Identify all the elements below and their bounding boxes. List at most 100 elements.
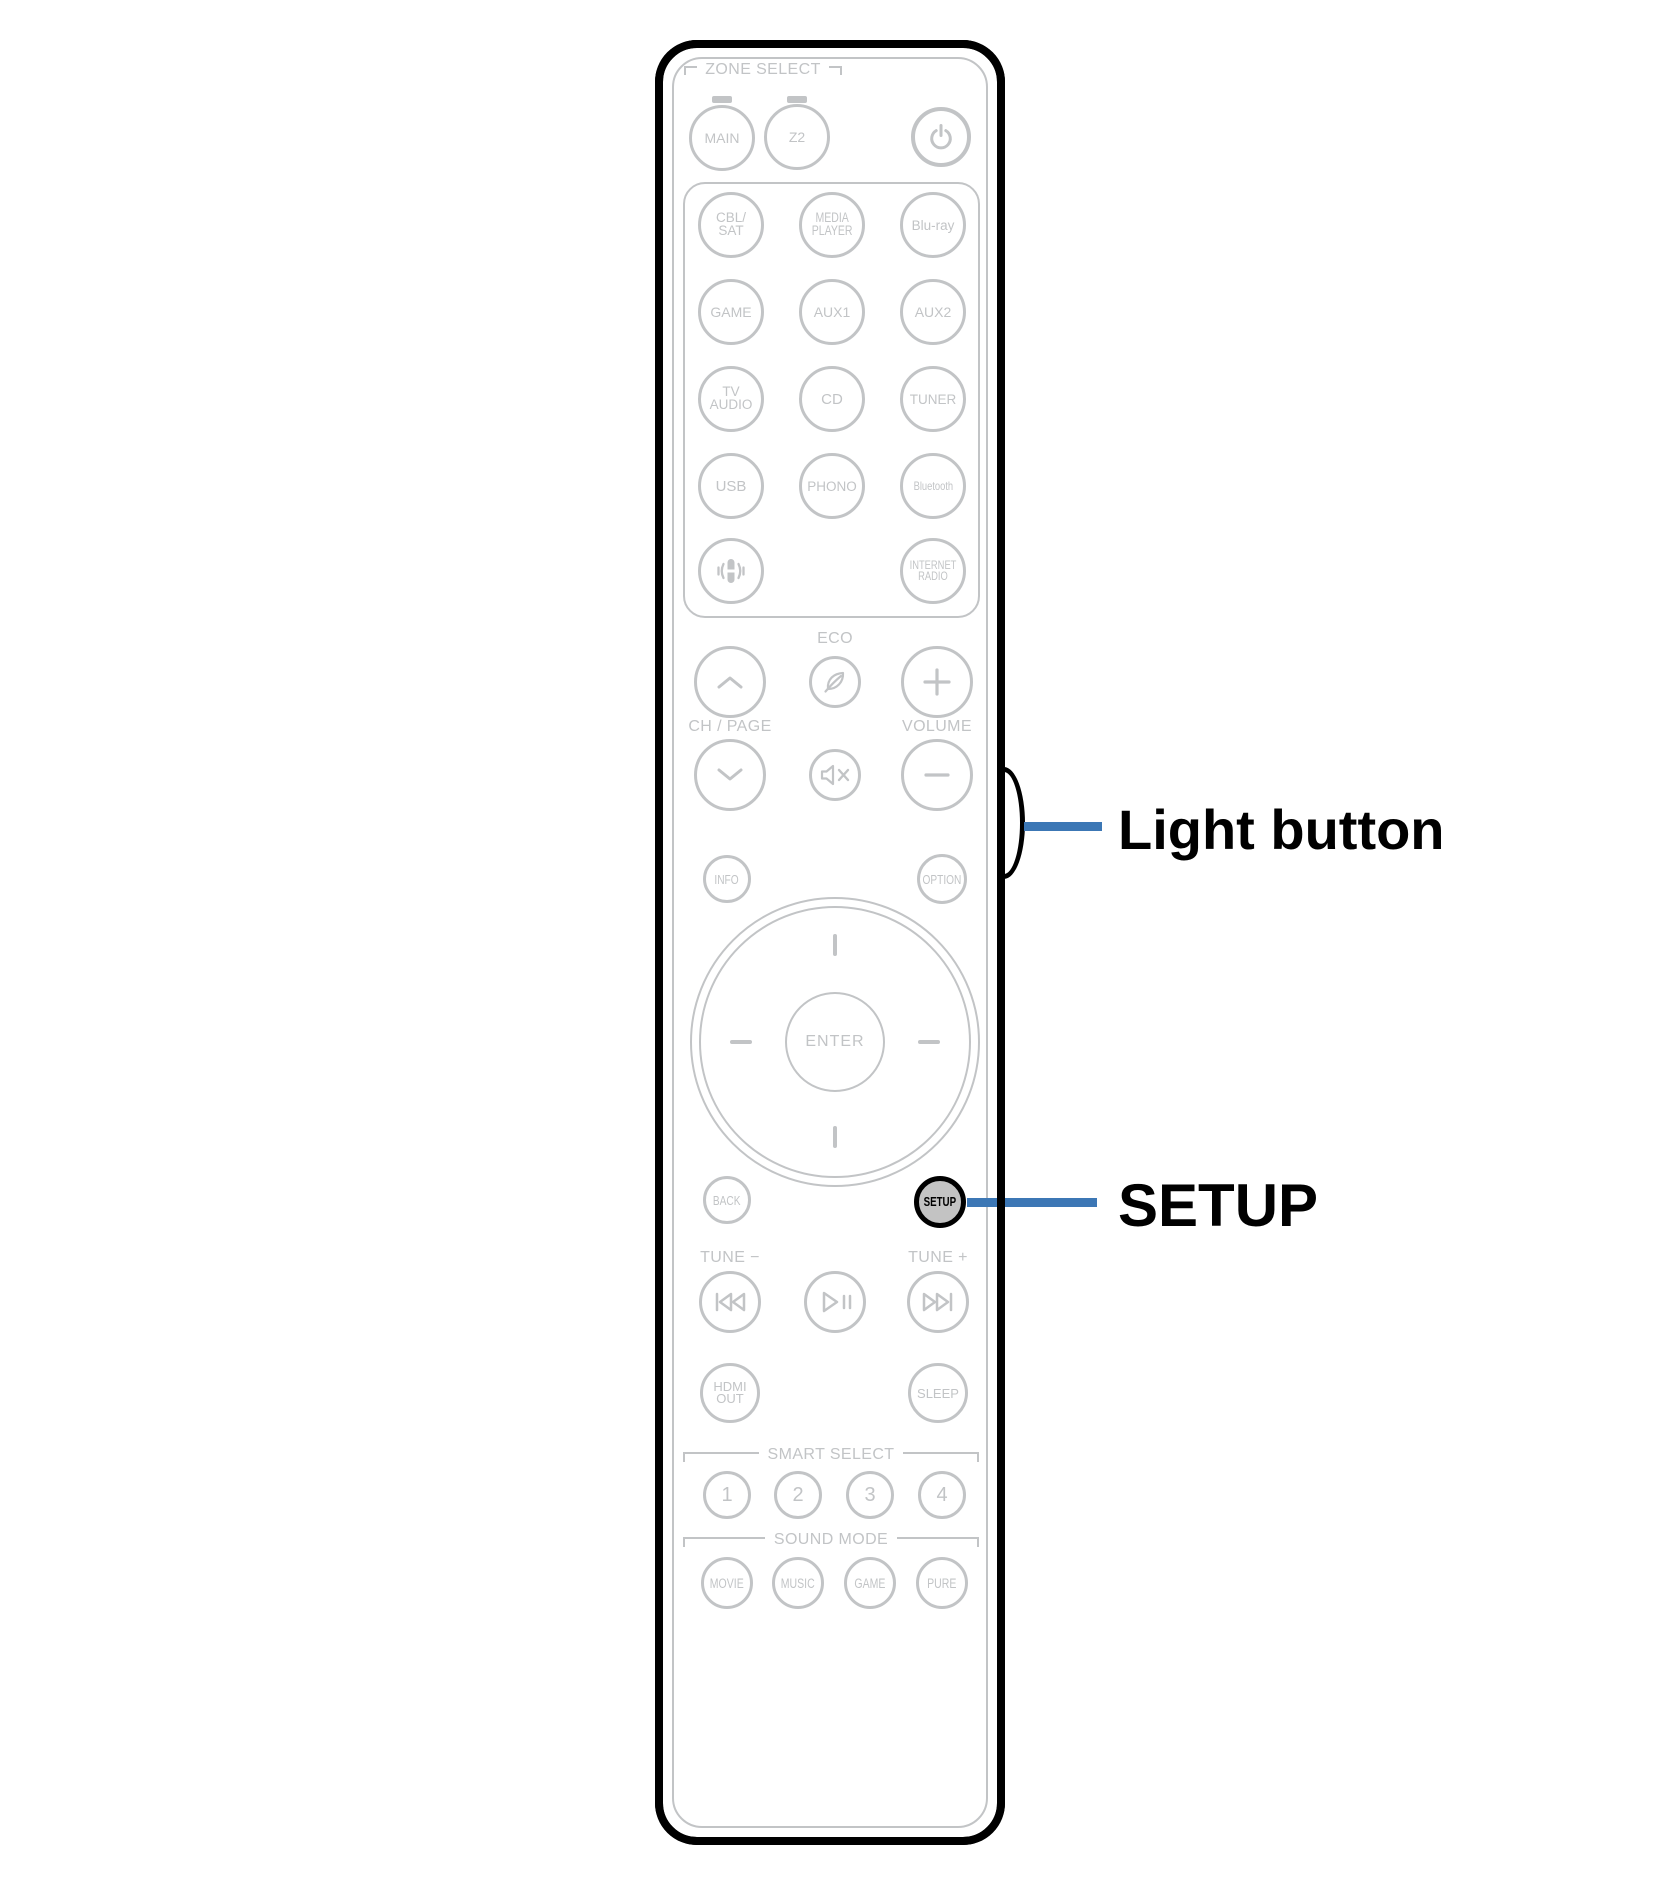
game-label: GAME — [710, 304, 752, 320]
volume-plus-icon — [923, 668, 951, 696]
ch-page-label: CH / PAGE — [688, 718, 772, 735]
smart-select-bracket-right — [903, 1452, 980, 1462]
setup-button[interactable]: SETUP — [914, 1176, 966, 1228]
light-button[interactable] — [1004, 764, 1028, 886]
media-player-label-line1: MEDIA — [815, 210, 849, 226]
cursor-right-mark-icon — [918, 1040, 940, 1044]
channel-page-down-button[interactable] — [694, 739, 766, 811]
zone2-button-label: Z2 — [788, 129, 806, 145]
source-buttons-panel — [683, 182, 980, 618]
eco-button[interactable] — [809, 656, 861, 708]
setup-callout-line — [967, 1198, 1097, 1207]
cursor-pad-inner-ring — [699, 906, 971, 1178]
smart-select-1-button[interactable]: 1 — [703, 1471, 751, 1519]
cursor-pad[interactable] — [690, 897, 980, 1187]
tuner-label: TUNER — [909, 391, 957, 407]
sound-mode-game-label: GAME — [854, 1575, 886, 1591]
source-button-aux1[interactable]: AUX1 — [799, 279, 865, 345]
mute-icon — [820, 764, 850, 786]
sound-mode-movie-button[interactable]: MOVIE — [701, 1557, 753, 1609]
back-button[interactable]: BACK — [703, 1176, 751, 1224]
power-button[interactable] — [911, 107, 971, 167]
channel-page-up-button[interactable] — [694, 646, 766, 718]
source-button-cbl-sat[interactable]: CBL/ SAT — [698, 192, 764, 258]
source-button-usb[interactable]: USB — [698, 453, 764, 519]
smart-select-2-button[interactable]: 2 — [774, 1471, 822, 1519]
source-button-tuner[interactable]: TUNER — [900, 366, 966, 432]
cursor-up-mark-icon — [833, 934, 837, 956]
setup-callout-label: SETUP — [1118, 1172, 1319, 1239]
sound-mode-header: SOUND MODE — [683, 1531, 980, 1549]
speaker-output-button[interactable] — [698, 538, 764, 604]
usb-label: USB — [715, 477, 747, 495]
source-button-bluetooth[interactable]: Bluetooth — [900, 453, 966, 519]
source-button-media-player[interactable]: MEDIA PLAYER — [799, 192, 865, 258]
source-button-internet-radio[interactable]: INTERNET RADIO — [900, 538, 966, 604]
zone2-button[interactable]: Z2 — [764, 104, 830, 170]
back-label: BACK — [713, 1192, 741, 1208]
hdmi-out-label-line2: OUT — [716, 1391, 744, 1406]
cursor-down-mark-icon — [833, 1126, 837, 1148]
source-button-cd[interactable]: CD — [799, 366, 865, 432]
source-button-game[interactable]: GAME — [698, 279, 764, 345]
power-icon — [930, 124, 952, 150]
light-callout-label: Light button — [1118, 798, 1445, 861]
play-pause-button[interactable] — [804, 1271, 866, 1333]
sound-mode-pure-label: PURE — [927, 1575, 957, 1591]
volume-minus-icon — [924, 773, 950, 777]
hdmi-out-button[interactable]: HDMI OUT — [700, 1363, 760, 1423]
cbl-sat-label-line1: CBL/ — [715, 210, 746, 226]
smart-select-3-label: 3 — [864, 1483, 876, 1506]
light-button-bump-icon — [1004, 767, 1025, 879]
smart-select-3-button[interactable]: 3 — [846, 1471, 894, 1519]
bracket-left-icon — [684, 65, 698, 75]
cbl-sat-label-line2: SAT — [718, 223, 744, 238]
source-button-phono[interactable]: PHONO — [799, 453, 865, 519]
enter-label: ENTER — [805, 1033, 865, 1050]
sound-mode-bracket-left — [683, 1537, 765, 1547]
option-button[interactable]: OPTION — [917, 854, 967, 904]
cd-label: CD — [821, 390, 843, 408]
zone-select-header: ZONE SELECT — [663, 61, 863, 79]
eco-label: ECO — [817, 630, 853, 647]
eco-leaf-icon — [824, 671, 845, 693]
info-button[interactable]: INFO — [703, 855, 751, 903]
volume-label: VOLUME — [902, 718, 972, 735]
main-zone-button-label: MAIN — [704, 130, 740, 146]
source-button-blu-ray[interactable]: Blu-ray — [900, 192, 966, 258]
source-button-aux2[interactable]: AUX2 — [900, 279, 966, 345]
tv-audio-label-line1: TV — [722, 384, 740, 400]
volume-up-button[interactable] — [901, 646, 973, 718]
main-zone-led-indicator — [712, 96, 732, 103]
tv-audio-label-line2: AUDIO — [709, 397, 753, 412]
main-zone-button[interactable]: MAIN — [689, 105, 755, 171]
sound-mode-music-button[interactable]: MUSIC — [772, 1557, 824, 1609]
tune-minus-label: TUNE − — [700, 1249, 760, 1266]
skip-forward-icon — [922, 1292, 953, 1312]
info-label: INFO — [714, 871, 740, 887]
zone-select-label: ZONE SELECT — [705, 61, 821, 78]
hdmi-out-label-line1: HDMI — [713, 1378, 747, 1394]
smart-select-header: SMART SELECT — [683, 1446, 980, 1464]
volume-down-button[interactable] — [901, 739, 973, 811]
chevron-up-icon — [717, 676, 743, 689]
media-player-label-line2: PLAYER — [811, 223, 853, 238]
chevron-down-icon — [717, 768, 743, 781]
light-callout-line — [1024, 822, 1102, 831]
phono-label: PHONO — [807, 478, 857, 494]
smart-select-bracket-left — [683, 1452, 759, 1462]
smart-select-4-label: 4 — [936, 1483, 948, 1506]
skip-forward-button[interactable] — [907, 1271, 969, 1333]
mute-button[interactable] — [809, 749, 861, 801]
enter-button[interactable]: ENTER — [785, 992, 885, 1092]
skip-back-button[interactable] — [699, 1271, 761, 1333]
source-button-tv-audio[interactable]: TV AUDIO — [698, 366, 764, 432]
play-pause-icon — [822, 1291, 852, 1313]
sound-mode-pure-button[interactable]: PURE — [916, 1557, 968, 1609]
sleep-button[interactable]: SLEEP — [908, 1363, 968, 1423]
smart-select-4-button[interactable]: 4 — [918, 1471, 966, 1519]
sound-mode-bracket-right — [897, 1537, 980, 1547]
sound-mode-game-button[interactable]: GAME — [844, 1557, 896, 1609]
aux2-label: AUX2 — [914, 304, 952, 320]
